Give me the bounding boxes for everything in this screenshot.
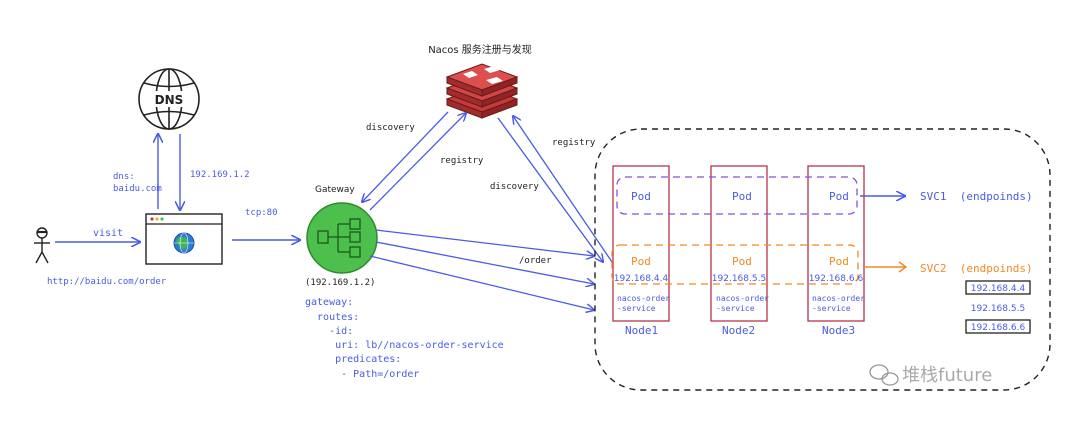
service-name: nacos-order-service xyxy=(716,294,769,313)
registry-right-label: registry xyxy=(552,138,596,148)
pod-label: Pod xyxy=(631,255,651,268)
gateway-config-line: routes: xyxy=(305,312,359,323)
nacos-label: Nacos 服务注册与发现 xyxy=(428,43,532,56)
svc2-group xyxy=(611,244,859,285)
registry-left-label: registry xyxy=(440,156,484,166)
dns-label: DNS xyxy=(155,93,184,107)
discovery-right-label: discovery xyxy=(490,182,539,192)
wechat-icon xyxy=(869,364,899,386)
dns-answer-label: 192.169.1.2 xyxy=(190,170,250,180)
tcp-label: tcp:80 xyxy=(245,208,278,218)
endpoint-box xyxy=(965,319,1031,334)
order-route-label: /order xyxy=(519,256,552,266)
route-arrow-1 xyxy=(375,229,594,256)
pod-label: Pod xyxy=(732,190,752,203)
visit-label: visit xyxy=(93,228,123,239)
node-discovery-arrow xyxy=(497,117,603,262)
gateway-ip: (192.169.1.2) xyxy=(305,278,375,288)
node-name: Node1 xyxy=(625,324,658,337)
watermark-text: 堆栈future xyxy=(902,365,992,386)
route-arrow-2 xyxy=(375,241,594,284)
node-2 xyxy=(710,165,768,322)
svc1-label: SVC1 (endpoinds) xyxy=(920,190,1033,203)
cluster-boundary xyxy=(594,128,1051,391)
gateway-config-line: uri: lb//nacos-order-service xyxy=(305,340,504,351)
nacos-icon xyxy=(445,63,519,119)
pod-ip: 192.168.6.6 xyxy=(809,274,864,284)
gateway-config-line: - Path=/order xyxy=(305,369,419,380)
gateway-config-line: -id: xyxy=(305,326,353,337)
pod-label: Pod xyxy=(631,190,651,203)
svc1-group xyxy=(616,176,858,215)
pod-ip: 192.168.4.4 xyxy=(614,274,669,284)
endpoint-ip: 192.168.4.4 xyxy=(971,284,1026,294)
person-icon xyxy=(34,227,50,264)
browser-window xyxy=(145,213,223,265)
dns-label-bg xyxy=(144,91,194,107)
service-name: nacos-order-service xyxy=(812,294,865,313)
browser-globe-icon xyxy=(173,232,195,254)
gateway-config-line: predicates: xyxy=(305,354,401,365)
gateway-title: Gateway xyxy=(315,185,355,195)
node-name: Node2 xyxy=(722,324,755,337)
pod-label: Pod xyxy=(829,255,849,268)
node-3 xyxy=(807,165,865,322)
pod-label: Pod xyxy=(829,190,849,203)
endpoint-ip: 192.168.6.6 xyxy=(971,323,1026,333)
dns-query-label: dns: baidu.com xyxy=(113,172,162,194)
node-registry-arrow xyxy=(513,116,613,263)
gateway-discovery-arrow xyxy=(362,111,449,202)
gateway-config-line: gateway: xyxy=(305,297,353,308)
node-name: Node3 xyxy=(822,324,855,337)
pod-ip: 192.168.5.5 xyxy=(712,274,766,284)
endpoint-ip: 192.168.5.5 xyxy=(971,304,1025,314)
gateway-node xyxy=(306,202,378,274)
endpoint-box xyxy=(965,280,1031,295)
svc2-arrowhead xyxy=(898,261,908,273)
node-1 xyxy=(612,165,670,322)
route-arrow-3 xyxy=(369,255,594,310)
svc2-label: SVC2 (endpoinds) xyxy=(920,262,1033,275)
url-label: http://baidu.com/order xyxy=(47,277,167,287)
pod-label: Pod xyxy=(732,255,752,268)
discovery-left-label: discovery xyxy=(366,123,415,133)
service-name: nacos-order-service xyxy=(617,294,670,313)
gateway-registry-arrow xyxy=(369,113,466,211)
